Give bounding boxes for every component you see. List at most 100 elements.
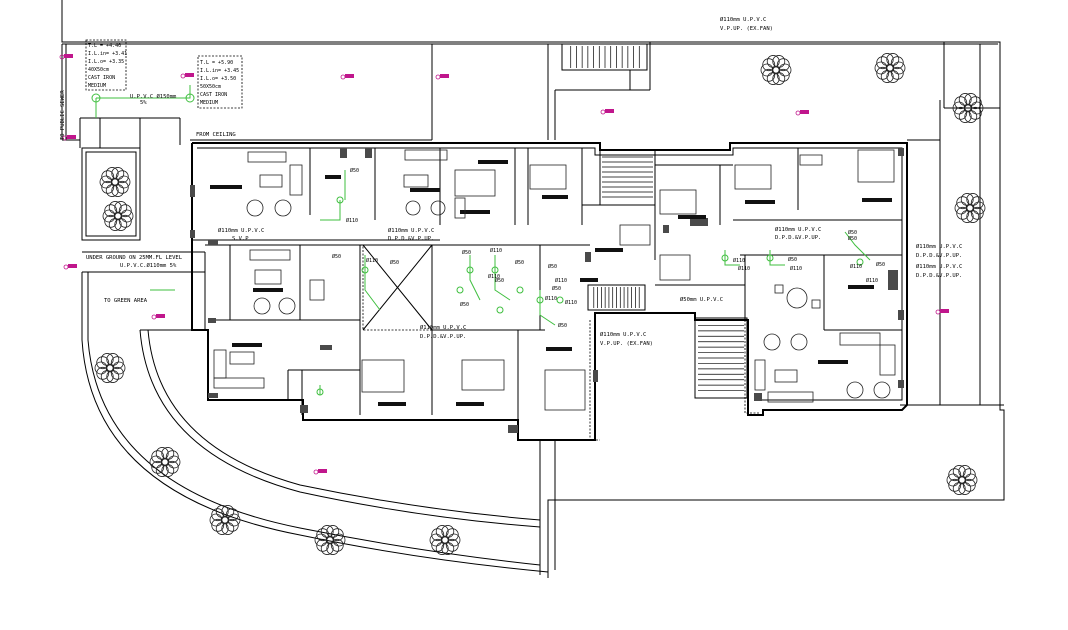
dpd-center-line-2: D.P.D.&V.P.UP. bbox=[420, 334, 466, 340]
fixture-diameter-tag: Ø110 bbox=[850, 263, 862, 270]
level-marker-icon bbox=[795, 110, 809, 116]
level-marker-icon bbox=[63, 264, 77, 270]
wall-blocks bbox=[190, 148, 904, 433]
manhole-2-line-6: MEDIUM bbox=[200, 100, 218, 106]
under-ground-label: UNDER GROUND ON 25MM.FL LEVEL bbox=[86, 255, 183, 261]
tree-icon bbox=[99, 167, 131, 197]
dpd-far-line-4: D.P.D.&V.P.UP. bbox=[916, 273, 962, 279]
tree-icon bbox=[149, 447, 181, 477]
manhole-2: T.L = +5.90 I.L.in= +3.45 I.L.o= +3.50 5… bbox=[197, 55, 243, 109]
building-outline bbox=[191, 142, 908, 441]
ex-fan-line-1: Ø110mm U.P.V.C bbox=[600, 331, 646, 338]
furniture bbox=[213, 149, 896, 411]
upvc-header-line-1: Ø110mm U.P.V.C bbox=[720, 16, 766, 23]
manhole-1: T.L = +4.40 I.L.in= +3.41 I.L.o= +3.35 4… bbox=[85, 39, 127, 91]
manhole-2-line-4: 50X50cm bbox=[200, 84, 221, 90]
manhole-1-line-6: MEDIUM bbox=[88, 83, 106, 89]
fixture-diameter-tag: Ø50 bbox=[390, 259, 399, 266]
fixture-diameter-tag: Ø110 bbox=[488, 273, 500, 280]
dpd-left-line-1: Ø110mm U.P.V.C bbox=[218, 227, 264, 234]
upvc-pipe-label-a: U.P.V.C Ø150mm bbox=[130, 93, 177, 100]
tree-icon bbox=[946, 465, 978, 495]
fixture-diameter-tag: Ø110 bbox=[790, 265, 802, 272]
fixture-diameter-tag: Ø50 bbox=[552, 285, 561, 292]
fixture-diameter-tag: Ø50 bbox=[460, 301, 469, 308]
dpd-far-line-3: Ø110mm U.P.V.C bbox=[916, 263, 962, 270]
tree-icon bbox=[760, 55, 792, 85]
ex-fan-line-2: V.P.UP. (EX.FAN) bbox=[600, 341, 653, 347]
tree-icon bbox=[952, 93, 984, 123]
tree-icon bbox=[314, 525, 346, 555]
level-tags bbox=[59, 54, 949, 475]
manhole-1-line-1: T.L = +4.40 bbox=[88, 43, 121, 49]
fixture-diameter-tag: Ø50 bbox=[558, 322, 567, 329]
manhole-1-line-2: I.L.in= +3.41 bbox=[88, 51, 127, 57]
staircase-bottom bbox=[587, 284, 748, 399]
landscape-trees bbox=[94, 53, 986, 555]
fixture-diameter-tag: Ø110 bbox=[565, 299, 577, 306]
tree-icon bbox=[429, 525, 461, 555]
dpd-far-line-1: Ø110mm U.P.V.C bbox=[916, 243, 962, 250]
dpd-far-line-2: D.P.D.&V.P.UP. bbox=[916, 253, 962, 259]
upvc-header-line-2: V.P.UP. (EX.FAN) bbox=[720, 26, 773, 32]
staircase-top bbox=[555, 43, 650, 91]
level-marker-icon bbox=[59, 54, 73, 60]
manhole-2-line-5: CAST IRON bbox=[200, 92, 227, 98]
fixture-diameter-tag: Ø110 bbox=[490, 247, 502, 254]
fixture-diameter-tag: Ø110 bbox=[545, 295, 557, 302]
tree-icon bbox=[209, 505, 241, 535]
dpd-left-line-2: S.V.P bbox=[232, 236, 249, 242]
fixture-diameter-tag: Ø110 bbox=[738, 265, 750, 272]
stair-pipe-label: Ø50mm U.P.V.C bbox=[680, 296, 723, 303]
from-ceiling-label: FROM CEILING bbox=[196, 132, 236, 138]
to-green-area-label: TO GREEN AREA bbox=[104, 298, 148, 304]
fixture-diameter-tag: Ø110 bbox=[555, 277, 567, 284]
tree-icon bbox=[954, 193, 986, 223]
dpd-mid-line-2: D.P.D.&V.P.UP. bbox=[388, 236, 434, 242]
site-boundary bbox=[61, 0, 1005, 578]
pipe-network bbox=[91, 85, 871, 396]
room-labels bbox=[210, 160, 892, 406]
fixture-diameter-tag: Ø50 bbox=[848, 229, 857, 236]
tree-icon bbox=[94, 353, 126, 383]
level-marker-icon bbox=[935, 309, 949, 315]
tree-icon bbox=[874, 53, 906, 83]
dpd-right-line-1: Ø110mm U.P.V.C bbox=[775, 226, 821, 233]
level-marker-icon bbox=[435, 74, 449, 80]
to-public-sewer-label: TO PUBLIC SEWER bbox=[60, 90, 66, 140]
fixture-diameter-tag: Ø50 bbox=[332, 253, 341, 260]
upvc-pipe-label-b: 5% bbox=[140, 100, 147, 106]
upvc-slope-label: U.P.V.C.Ø110mm 5% bbox=[120, 262, 177, 269]
dpd-mid-line-1: Ø110mm U.P.V.C bbox=[388, 227, 434, 234]
level-marker-icon bbox=[62, 135, 76, 141]
fixture-diameter-tag: Ø50 bbox=[788, 256, 797, 263]
fixture-diameter-tag: Ø50 bbox=[495, 277, 504, 284]
fixture-diameter-tag: Ø50 bbox=[515, 259, 524, 266]
manhole-2-line-2: I.L.in= +3.45 bbox=[200, 68, 239, 74]
fixture-diameter-tag: Ø110 bbox=[733, 257, 745, 264]
level-marker-icon bbox=[151, 314, 165, 320]
manhole-2-line-3: I.L.o= +3.50 bbox=[200, 76, 236, 82]
level-marker-icon bbox=[313, 469, 327, 475]
fixture-diameter-tag: Ø50 bbox=[876, 261, 885, 268]
manhole-1-line-4: 40X50cm bbox=[88, 67, 109, 73]
dpd-right-line-2: D.P.D.&V.P.UP. bbox=[775, 235, 821, 241]
dpd-center-line-1: Ø110mm U.P.V.C bbox=[420, 324, 466, 331]
annotation-labels: TO PUBLIC SEWER TO GREEN AREA FROM CEILI… bbox=[60, 16, 962, 347]
manhole-1-line-3: I.L.o= +3.35 bbox=[88, 59, 124, 65]
drainage-lines bbox=[362, 244, 760, 441]
manhole-2-line-1: T.L = +5.90 bbox=[200, 60, 233, 66]
fixture-diameter-tag: Ø50 bbox=[848, 235, 857, 242]
fixture-diameter-tag: Ø50 bbox=[462, 249, 471, 256]
fixture-diameter-tag: Ø110 bbox=[866, 277, 878, 284]
level-marker-icon bbox=[180, 73, 194, 79]
staircase-center bbox=[599, 149, 656, 206]
fixture-diameter-tag: Ø110 bbox=[366, 257, 378, 264]
manhole-1-line-5: CAST IRON bbox=[88, 75, 115, 81]
fixture-diameter-tag: Ø50 bbox=[350, 167, 359, 174]
tree-icon bbox=[102, 201, 134, 231]
level-marker-icon bbox=[600, 109, 614, 115]
fixture-diameter-tag: Ø110 bbox=[346, 217, 358, 224]
